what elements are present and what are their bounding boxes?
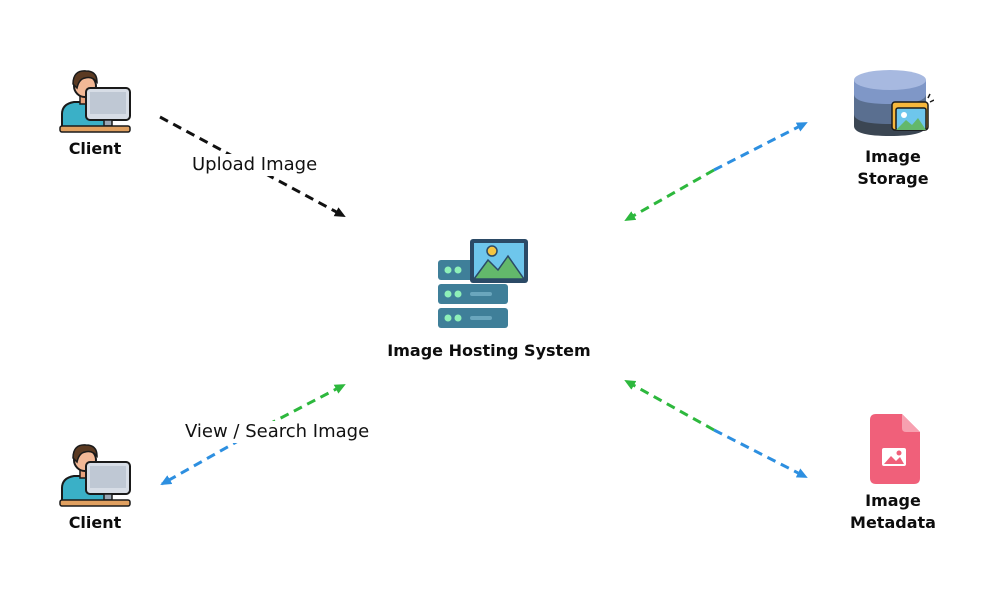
image-file-icon <box>870 414 920 484</box>
upload-edge-label: Upload Image <box>188 154 322 176</box>
storage-arrow-blue <box>713 121 808 172</box>
database-with-photos-icon <box>854 70 935 136</box>
server-with-image-icon <box>438 239 528 328</box>
metadata-arrow-blue <box>713 428 808 479</box>
system-node <box>436 236 532 332</box>
storage-label-line-2: Storage <box>857 169 929 188</box>
user-at-computer-icon <box>59 444 131 507</box>
upload-arrow <box>159 115 346 218</box>
system-label: Image Hosting System <box>387 341 591 360</box>
metadata-node <box>866 412 922 486</box>
user-at-computer-icon <box>59 70 131 133</box>
metadata-label-line-2: Metadata <box>850 513 936 532</box>
client-top-node <box>58 66 132 134</box>
client-bottom-node <box>58 440 132 508</box>
view-search-edge-label: View / Search Image <box>181 421 374 443</box>
storage-label: Image Storage <box>843 146 943 190</box>
metadata-label-line-1: Image <box>865 491 921 510</box>
metadata-arrow-green <box>624 379 715 432</box>
client-bottom-label: Client <box>68 513 122 532</box>
client-top-label: Client <box>68 139 122 158</box>
storage-node <box>850 68 935 140</box>
storage-label-line-1: Image <box>865 147 921 166</box>
metadata-label: Image Metadata <box>843 490 943 534</box>
storage-arrow-green <box>624 168 715 222</box>
